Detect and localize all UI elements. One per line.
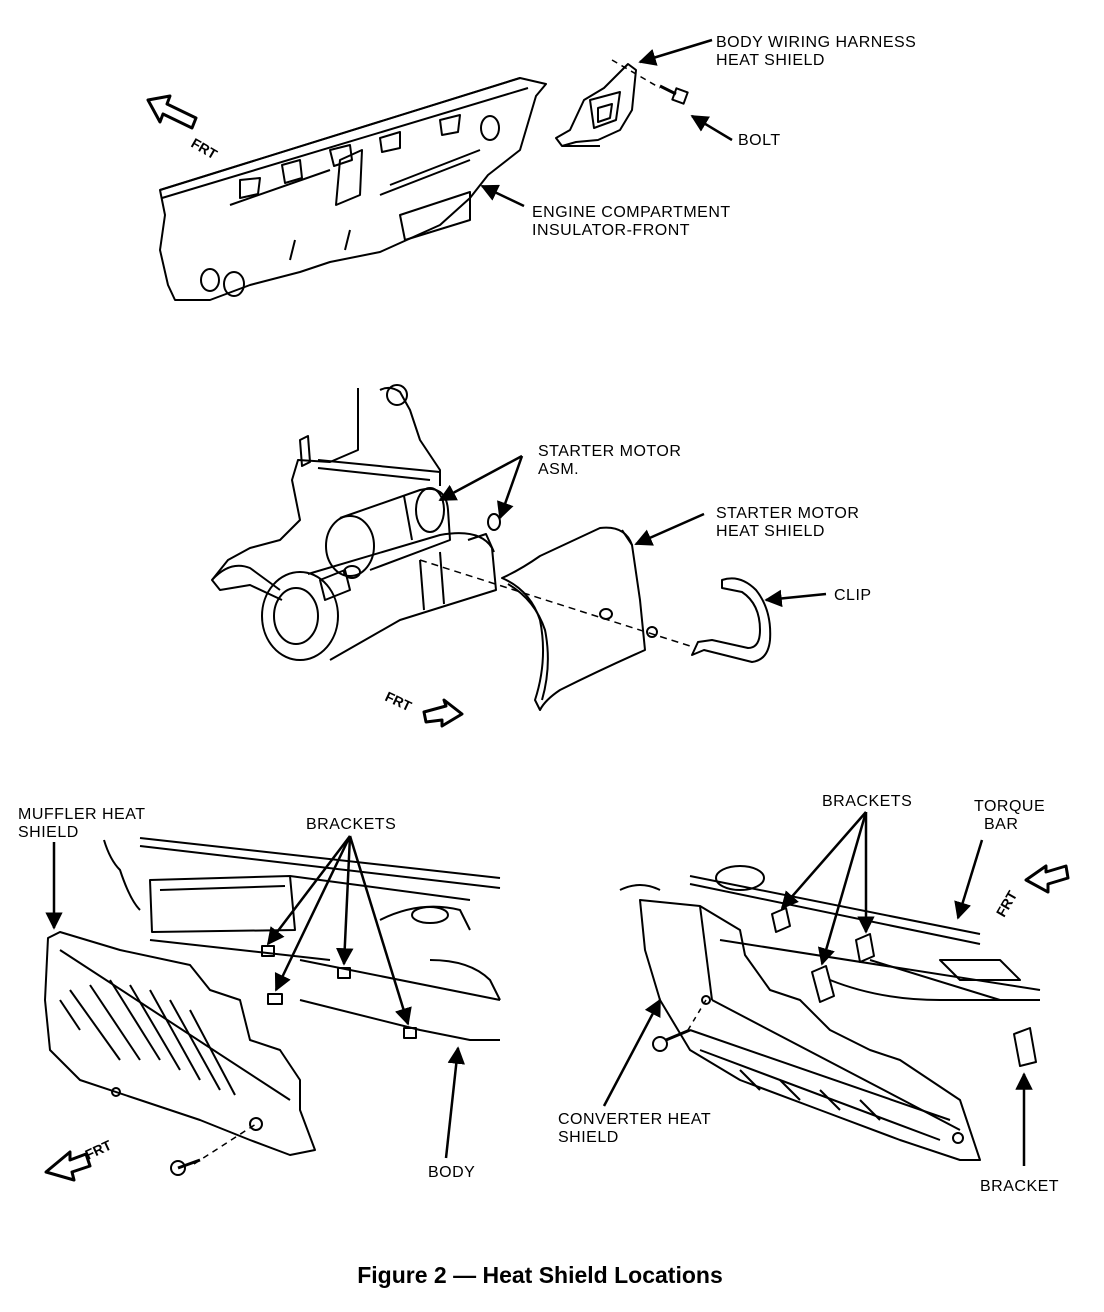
bracket-icon — [338, 968, 350, 978]
frt-label-bottom-left: FRT — [83, 1137, 115, 1163]
starter-shield-label-line1: STARTER MOTOR — [716, 505, 860, 522]
starter-motor-label-line2: ASM. — [538, 461, 580, 478]
torque-bar-label-line2: BAR — [984, 816, 1019, 833]
bracket-icon — [812, 966, 834, 1002]
starter-motor-label-line1: STARTER MOTOR — [538, 443, 682, 460]
frt-arrow-icon: FRT — [383, 688, 462, 726]
converter-heat-shield-drawing — [640, 900, 980, 1160]
starter-heat-shield-drawing — [502, 528, 657, 710]
underbody-drawing — [104, 838, 500, 1040]
body-label: BODY — [428, 1164, 476, 1181]
frt-label-bottom-right: FRT — [993, 888, 1021, 920]
harness-heat-shield-label-line2: HEAT SHIELD — [716, 52, 825, 69]
harness-heat-shield-label-line1: BODY WIRING HARNESS — [716, 34, 917, 51]
insulator-label-line1: ENGINE COMPARTMENT — [532, 204, 731, 221]
bracket-icon — [262, 946, 274, 956]
brackets-label-left: BRACKETS — [306, 816, 397, 833]
underbody-drawing — [620, 866, 1040, 1000]
converter-shield-label-line1: CONVERTER HEAT — [558, 1111, 712, 1128]
insulator-label-line2: INSULATOR-FRONT — [532, 222, 691, 239]
bracket-icon — [404, 1028, 416, 1038]
bracket-icon — [1014, 1028, 1036, 1066]
frt-label-middle: FRT — [383, 688, 415, 714]
bottom-right-panel: FRT — [604, 812, 1068, 1166]
bottom-left-panel: FRT — [45, 836, 500, 1180]
clip-label: CLIP — [834, 587, 872, 604]
converter-shield-label-line2: SHIELD — [558, 1129, 619, 1146]
bracket-icon — [268, 994, 282, 1004]
muffler-heat-shield-drawing — [45, 932, 315, 1155]
starter-shield-label-line2: HEAT SHIELD — [716, 523, 825, 540]
clip-drawing — [692, 578, 770, 662]
frt-arrow-icon: FRT — [46, 1137, 114, 1180]
torque-bar-label-line1: TORQUE — [974, 798, 1046, 815]
frt-arrow-icon: FRT — [148, 96, 220, 162]
frt-arrow-icon: FRT — [993, 866, 1068, 920]
bracket-label: BRACKET — [980, 1178, 1060, 1195]
engine-compartment-insulator-drawing — [160, 78, 546, 300]
muffler-shield-label-line2: SHIELD — [18, 824, 79, 841]
bolt-icon — [660, 86, 688, 104]
bracket-icon — [772, 908, 790, 932]
bolt-icon — [653, 1030, 690, 1051]
bolt-label: BOLT — [738, 132, 781, 149]
middle-panel: FRT — [212, 385, 826, 726]
starter-motor-drawing — [262, 488, 500, 660]
harness-heat-shield-drawing — [556, 64, 636, 146]
bolt-icon — [171, 1160, 200, 1175]
engine-block-drawing — [212, 385, 440, 600]
bracket-icon — [856, 934, 874, 962]
top-panel: FRT — [148, 40, 732, 300]
brackets-label-right: BRACKETS — [822, 793, 913, 810]
figure-caption: Figure 2 — Heat Shield Locations — [357, 1262, 723, 1288]
muffler-shield-label-line1: MUFFLER HEAT — [18, 806, 146, 823]
frt-label-top: FRT — [189, 135, 221, 163]
